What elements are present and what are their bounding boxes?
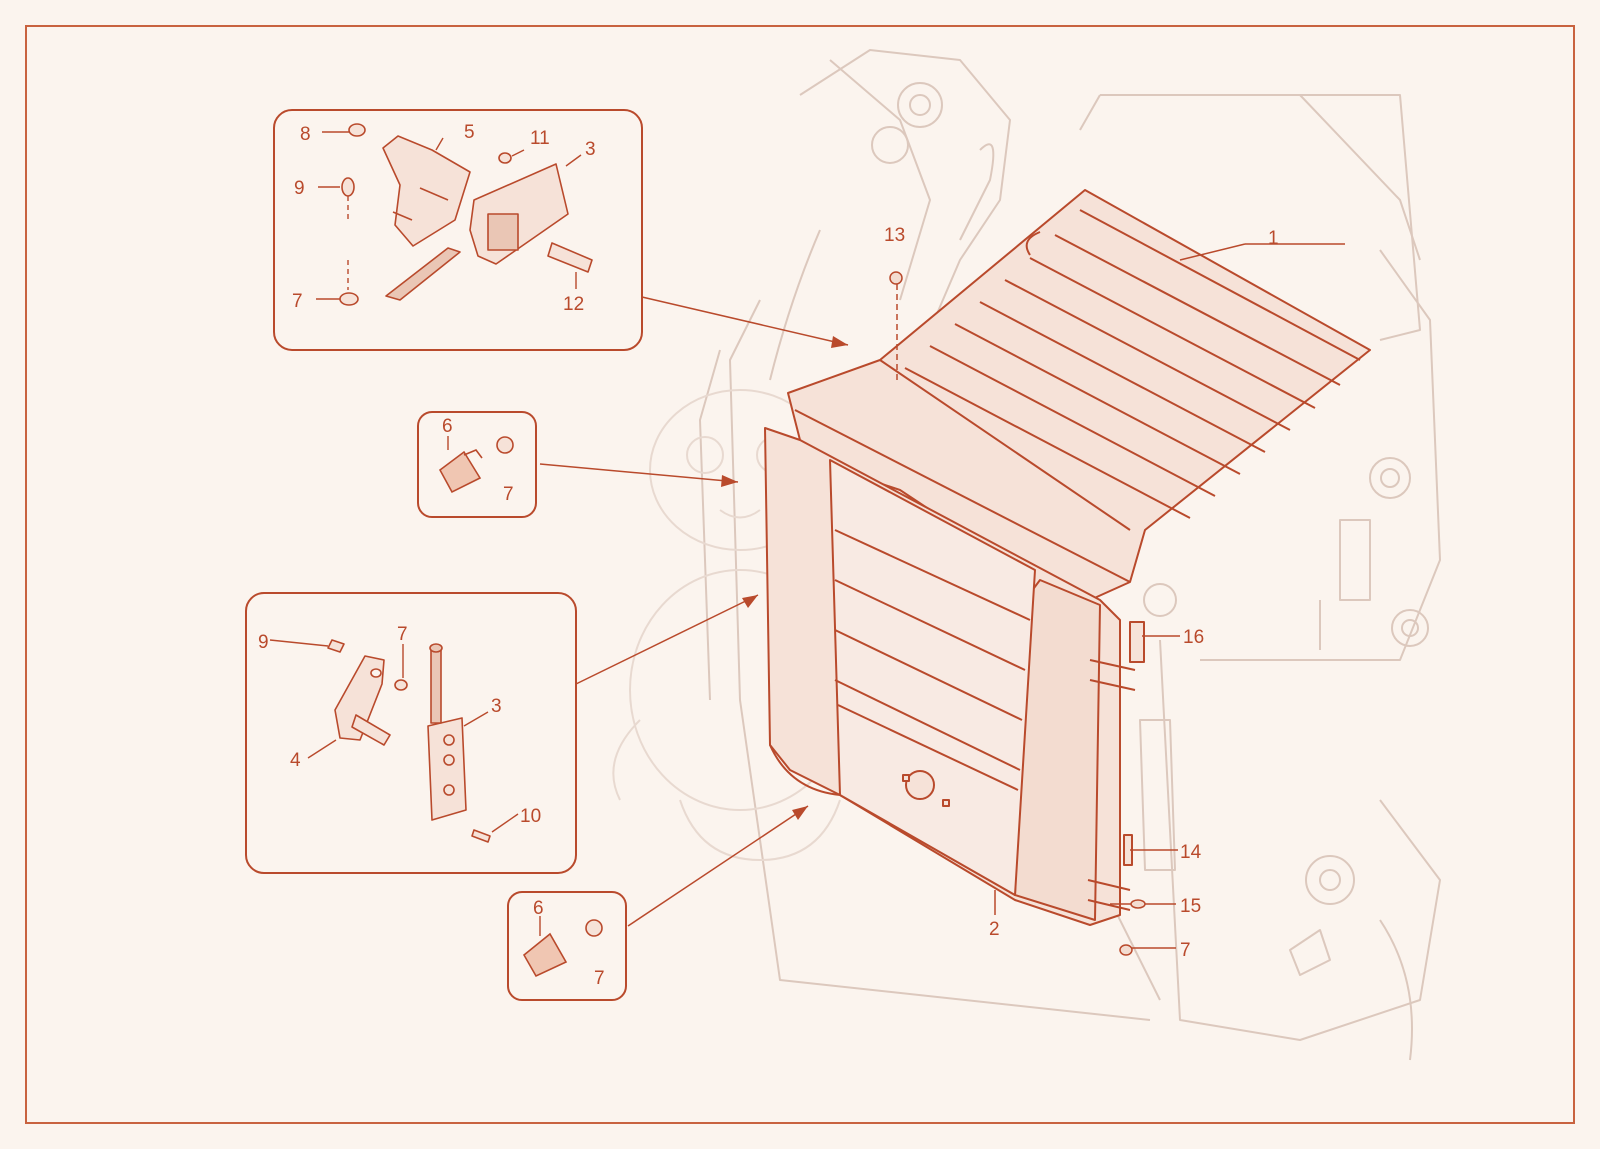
detail-box-upper-latch: 8 5 11 3 9 7 12 xyxy=(273,109,643,351)
callout-box2-6: 6 xyxy=(442,416,453,437)
part-1-top-panel xyxy=(787,189,1371,601)
detail-box-bumper-lower: 6 7 xyxy=(507,891,627,1001)
detail-box-lower-latch: 9 7 3 4 10 xyxy=(245,592,577,874)
callout-box1-9: 9 xyxy=(294,178,305,199)
callout-box1-5: 5 xyxy=(464,122,475,143)
callout-box1-11: 11 xyxy=(530,128,550,149)
callout-15: 15 xyxy=(1180,896,1201,917)
callout-box3-10: 10 xyxy=(520,806,541,827)
callout-2: 2 xyxy=(989,919,1000,940)
callout-box1-12: 12 xyxy=(563,294,584,315)
callout-box3-4: 4 xyxy=(290,750,301,771)
detail-box-3-frame xyxy=(245,592,577,874)
fastener-13 xyxy=(889,271,903,285)
callout-1: 1 xyxy=(1268,228,1279,249)
callout-box1-3: 3 xyxy=(585,139,596,160)
part-2-door-assembly xyxy=(764,427,1145,926)
callout-box4-6: 6 xyxy=(533,898,544,919)
detail-box-2-frame xyxy=(417,411,537,518)
callout-16: 16 xyxy=(1183,627,1204,648)
drawing-frame xyxy=(25,25,1575,1124)
callout-box3-3: 3 xyxy=(491,696,502,717)
fastener-7-lower xyxy=(1119,944,1133,956)
callout-box1-7: 7 xyxy=(292,291,303,312)
leader-lines xyxy=(539,243,1345,949)
callout-box2-7: 7 xyxy=(503,484,514,505)
fastener-15 xyxy=(1130,899,1146,909)
arrowheads xyxy=(721,336,848,820)
detail-box-4-frame xyxy=(507,891,627,1001)
callout-box1-8: 8 xyxy=(300,124,311,145)
callout-7-right: 7 xyxy=(1180,940,1191,961)
callout-14: 14 xyxy=(1180,842,1202,863)
callout-13: 13 xyxy=(884,225,905,246)
detail-box-bumper-upper: 6 7 xyxy=(417,411,537,518)
callout-box4-7: 7 xyxy=(594,968,605,989)
callout-box3-9: 9 xyxy=(258,632,269,653)
machine-ghost-outline xyxy=(699,49,1441,1061)
callout-box3-7: 7 xyxy=(397,624,408,645)
